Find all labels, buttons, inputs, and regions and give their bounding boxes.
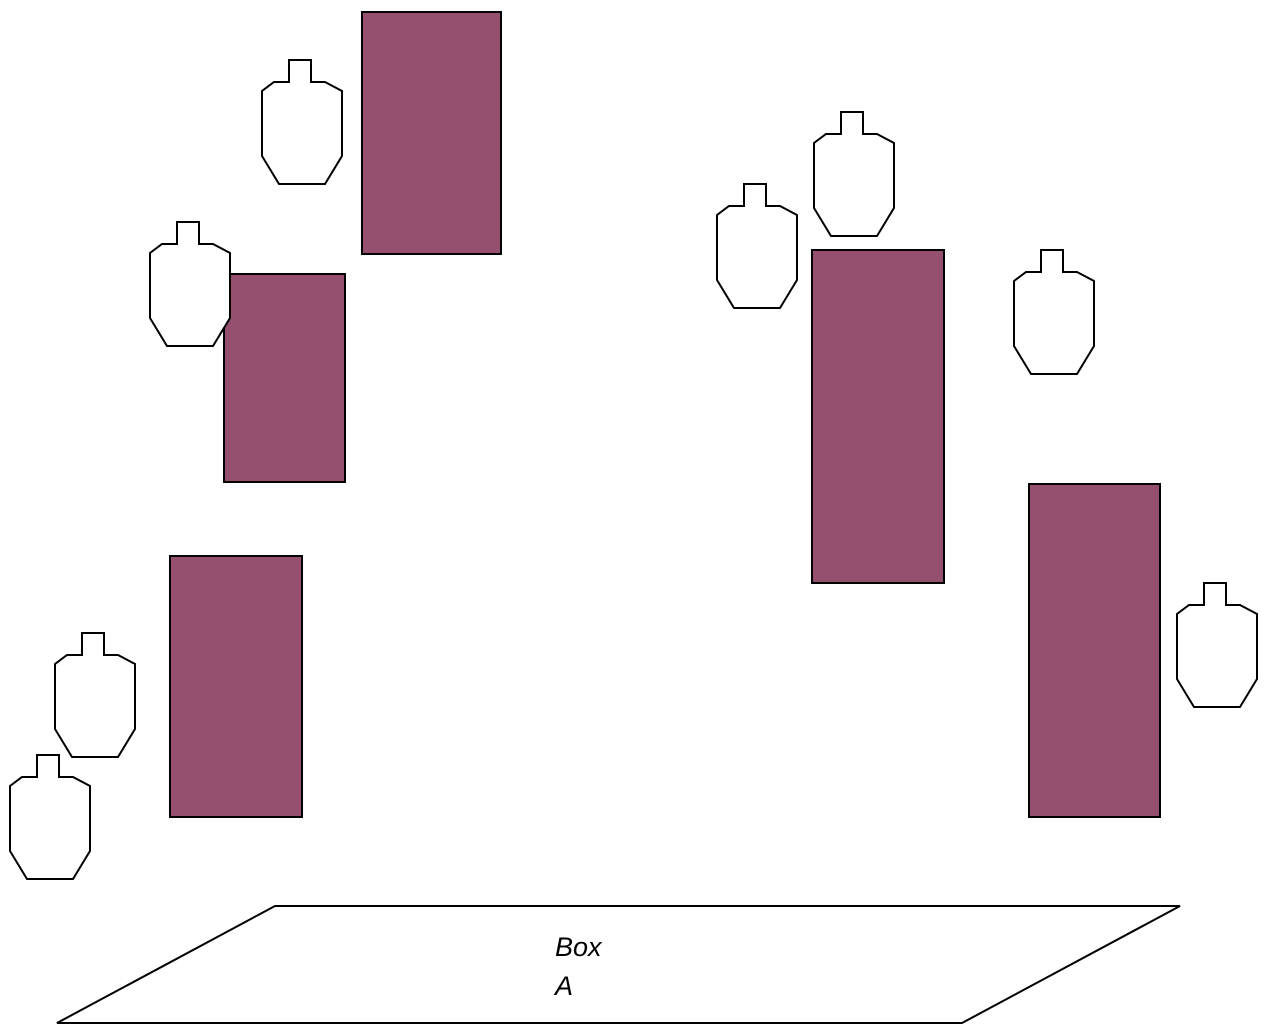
target-icon-4	[9, 754, 91, 880]
barricade-4	[811, 249, 945, 584]
target-icon-7	[1013, 249, 1095, 375]
barricade-2	[223, 273, 346, 483]
target-icon-2	[149, 221, 231, 347]
target-icon-1	[261, 59, 343, 185]
target-icon-3	[54, 632, 136, 758]
shooting-box-label-line1: Box	[555, 932, 603, 962]
barricade-1	[361, 11, 502, 255]
target-icon-5	[716, 183, 798, 309]
target-icon-6	[813, 111, 895, 237]
barricade-3	[169, 555, 303, 818]
target-icon-8	[1176, 582, 1258, 708]
barricade-5	[1028, 483, 1161, 818]
shooting-box	[56, 905, 1181, 1024]
shooting-box-label-line2: A	[553, 971, 573, 1001]
